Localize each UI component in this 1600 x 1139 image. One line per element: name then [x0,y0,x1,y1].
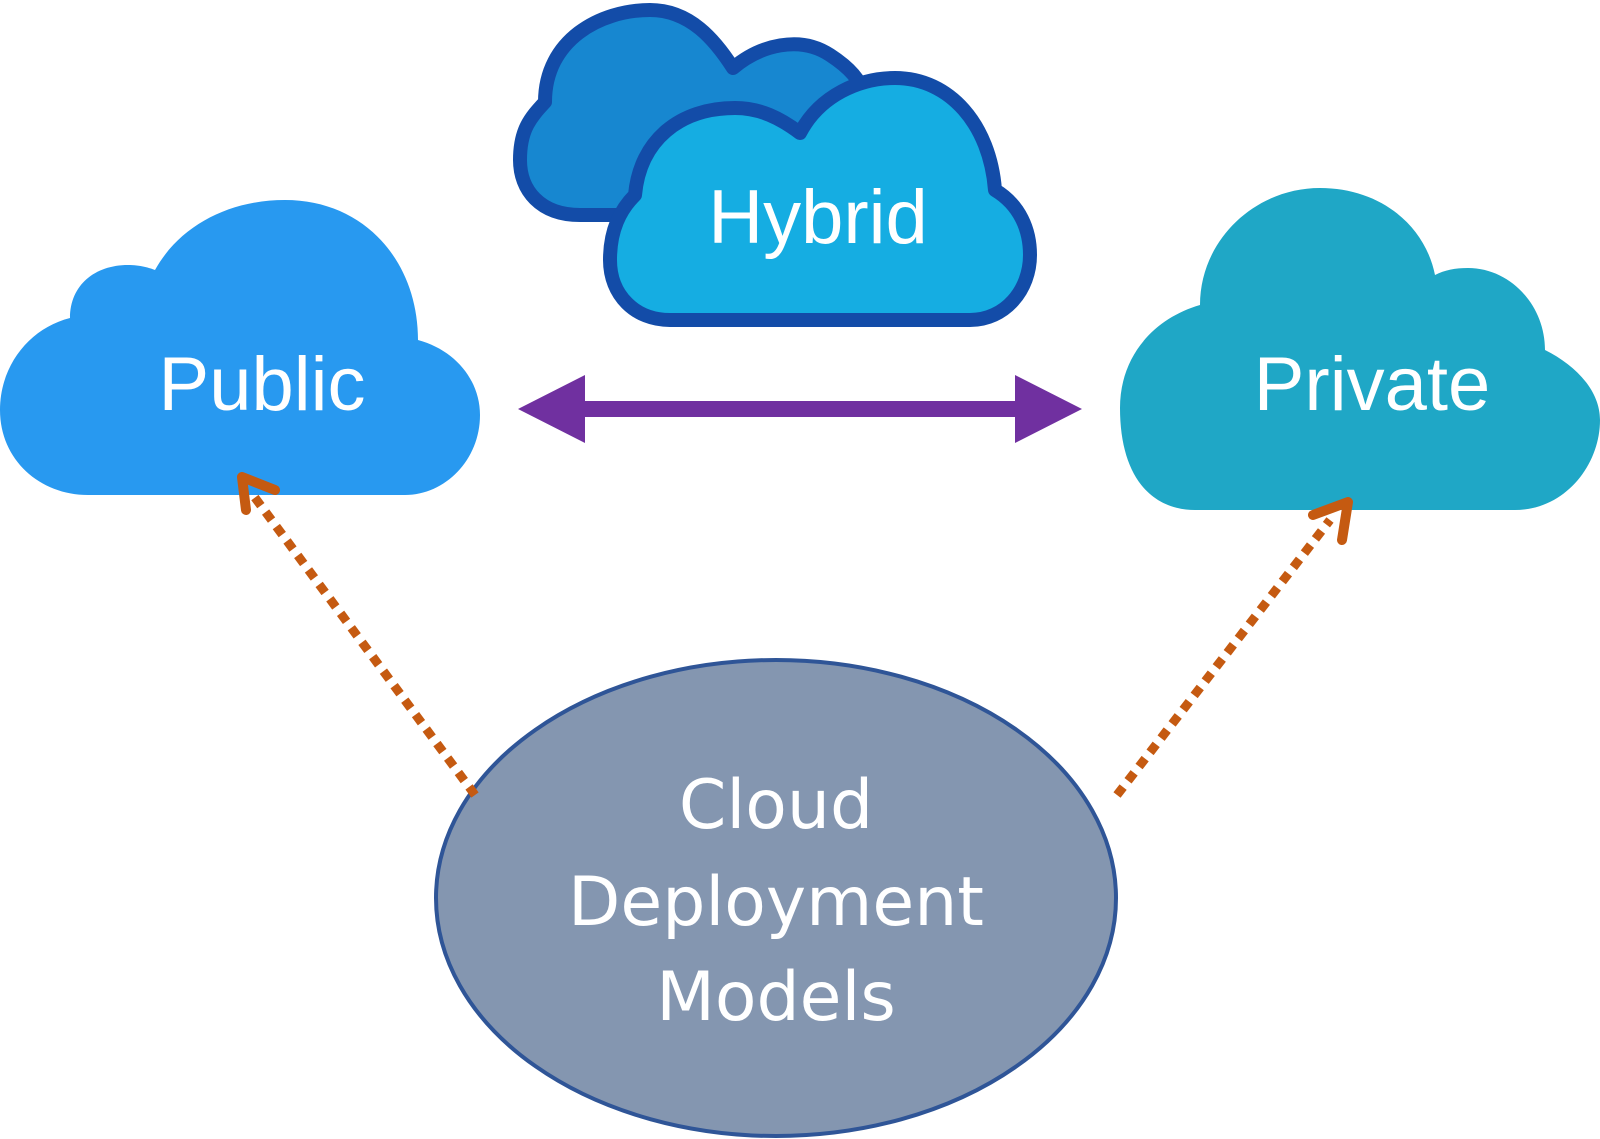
public-label: Public [159,342,366,427]
hybrid-front-cloud [603,71,1037,327]
private-cloud [1120,188,1600,510]
bidirectional-arrow [518,375,1082,443]
center-label-line-3: Models [656,958,896,1037]
dotted-arrow-to-public [237,472,479,798]
private-label: Private [1254,342,1491,427]
center-ellipse [434,658,1118,1138]
center-label-line-1: Cloud [679,766,873,845]
center-label-line-2: Deployment [568,863,984,942]
public-cloud [0,200,480,495]
hybrid-label: Hybrid [708,175,928,260]
dotted-arrow-to-private [1113,497,1353,798]
